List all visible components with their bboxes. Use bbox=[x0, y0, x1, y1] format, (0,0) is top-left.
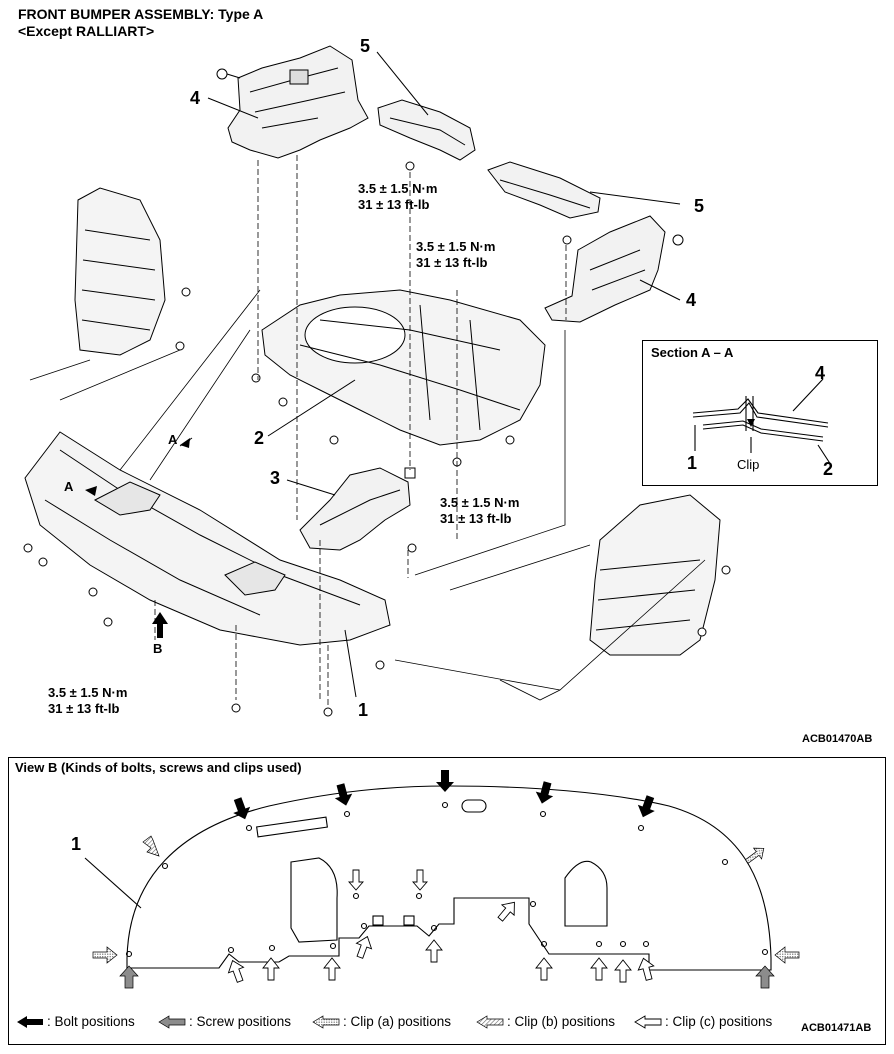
section-label-1: 1 bbox=[687, 453, 698, 473]
callout-4-right: 4 bbox=[686, 290, 697, 310]
legend-clip-c: : Clip (c) positions bbox=[634, 1014, 772, 1029]
part-5-left-strip bbox=[377, 99, 476, 171]
part-5-right-strip bbox=[487, 161, 601, 245]
section-marker-a-upper: A bbox=[168, 432, 178, 447]
legend-screw: : Screw positions bbox=[158, 1014, 291, 1029]
torque-spec-3: 3.5 ± 1.5 N·m 31 ± 13 ft-lb bbox=[440, 495, 520, 526]
clip-a-arrow-icon bbox=[312, 1014, 340, 1029]
callout-5-right: 5 bbox=[694, 196, 705, 216]
legend-clip-b: : Clip (b) positions bbox=[476, 1014, 615, 1029]
page-title: FRONT BUMPER ASSEMBLY: Type A bbox=[18, 6, 264, 22]
view-b-box: View B (Kinds of bolts, screws and clips… bbox=[8, 757, 886, 1045]
left-fender-liner bbox=[74, 187, 191, 356]
torque-spec-1: 3.5 ± 1.5 N·m 31 ± 13 ft-lb bbox=[358, 181, 438, 212]
torque-spec-2: 3.5 ± 1.5 N·m 31 ± 13 ft-lb bbox=[416, 239, 496, 270]
part-2-under-cover bbox=[251, 289, 546, 467]
right-fender-liner bbox=[589, 494, 731, 656]
screw-arrow-icon bbox=[158, 1014, 186, 1029]
part-1-bumper-undercover bbox=[23, 431, 391, 717]
page-subtitle: <Except RALLIART> bbox=[18, 23, 155, 39]
view-marker-b: B bbox=[153, 641, 163, 656]
callout-2: 2 bbox=[254, 428, 265, 448]
view-b-callout-1: 1 bbox=[71, 834, 82, 854]
section-marker-a-lower: A bbox=[64, 479, 74, 494]
torque-spec-4: 3.5 ± 1.5 N·m 31 ± 13 ft-lb bbox=[48, 685, 128, 716]
legend-bolt: : Bolt positions bbox=[17, 1014, 135, 1029]
bolt-arrow-icon bbox=[17, 1015, 43, 1028]
ref-code-top: ACB01470AB bbox=[802, 733, 873, 745]
section-a-a-box: Section A – A 4 1 2 Clip bbox=[642, 340, 878, 486]
section-label-4: 4 bbox=[815, 363, 826, 383]
view-b-drawing bbox=[84, 770, 800, 989]
part-3-small-cover bbox=[299, 467, 417, 553]
callout-5-left: 5 bbox=[360, 36, 371, 56]
clip-c-arrow-icon bbox=[634, 1014, 662, 1029]
clip-b-arrow-icon bbox=[476, 1014, 504, 1029]
legend-clip-a: : Clip (a) positions bbox=[312, 1014, 451, 1029]
section-a-a-title: Section A – A bbox=[651, 345, 734, 360]
ref-code-bottom: ACB01471AB bbox=[801, 1022, 872, 1034]
exploded-view-diagram bbox=[23, 45, 731, 717]
callout-1: 1 bbox=[358, 700, 369, 720]
section-a-a-drawing bbox=[692, 378, 832, 466]
view-b-title: View B (Kinds of bolts, screws and clips… bbox=[15, 760, 302, 775]
section-label-clip: Clip bbox=[737, 457, 760, 472]
part-4-left-bracket bbox=[216, 45, 369, 159]
callout-3: 3 bbox=[270, 468, 281, 488]
section-label-2: 2 bbox=[823, 459, 834, 479]
callout-4-left: 4 bbox=[190, 88, 201, 108]
part-4-right-bracket bbox=[544, 215, 684, 323]
